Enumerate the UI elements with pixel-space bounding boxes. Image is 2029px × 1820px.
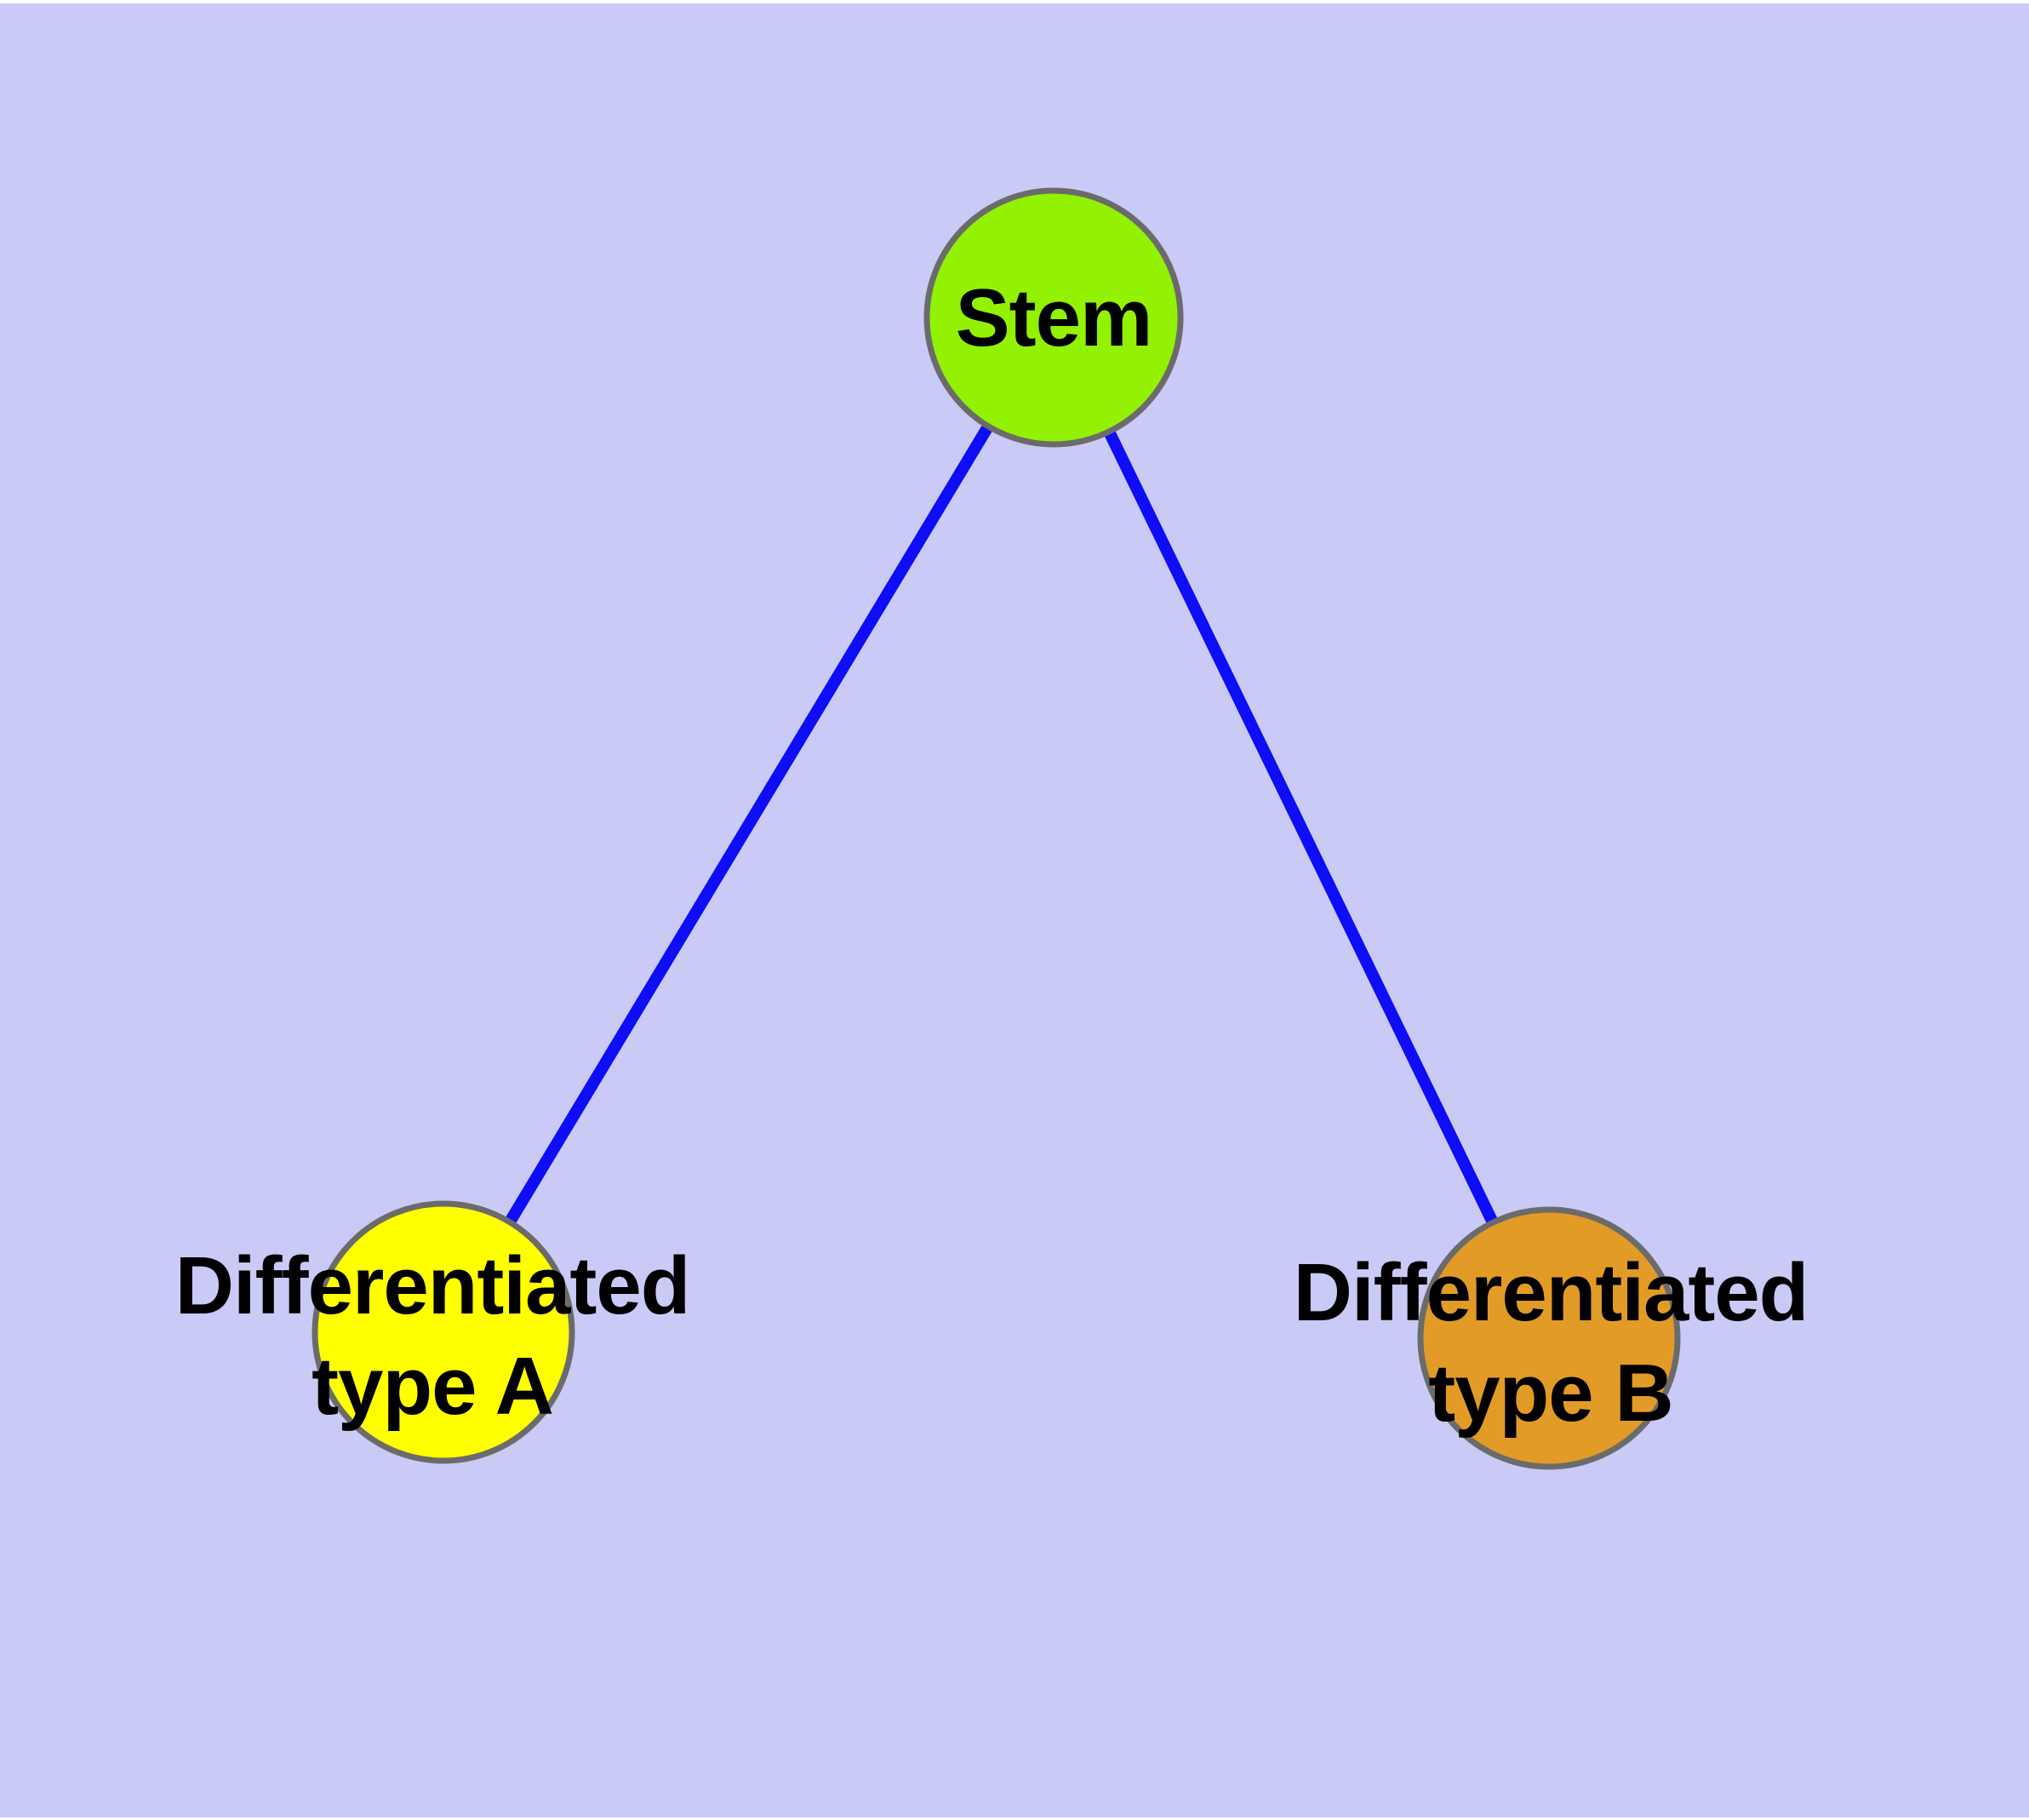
node-stem-circle: [923, 187, 1184, 448]
edge-stem-to-type-a: [438, 314, 1059, 1336]
node-type-a-label-line2: type A: [311, 1341, 554, 1432]
node-type-a-label-line1: Differentiated: [174, 1240, 691, 1331]
node-stem-label: Stem: [955, 268, 1153, 369]
node-stem-label-line: Stem: [955, 272, 1153, 363]
node-type-a-circle: [311, 1200, 575, 1464]
node-type-b-label-line1: Differentiated: [1293, 1247, 1809, 1338]
node-type-b-label-line2: type B: [1428, 1348, 1673, 1439]
node-type-b-circle: [1417, 1206, 1681, 1470]
node-type-b-label: Differentiated type B: [1294, 1243, 1809, 1444]
node-type-a-label: Differentiated type A: [174, 1236, 691, 1437]
edge-stem-to-type-b: [1048, 314, 1555, 1342]
